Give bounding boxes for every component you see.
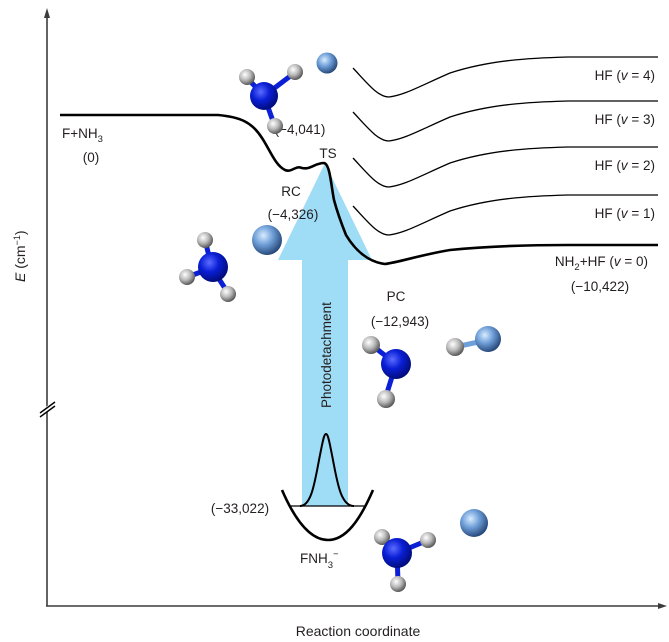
hydrogen-atom: [197, 232, 213, 248]
hydrogen-atom: [287, 64, 303, 80]
curve-hf-v4: [352, 56, 658, 98]
hf-v1-label: HF (v = 1): [595, 206, 655, 221]
nitrogen-atom: [198, 252, 228, 282]
hf-v3-label: HF (v = 3): [595, 112, 655, 127]
nitrogen-atom: [382, 538, 412, 568]
hydrogen-atom: [374, 529, 390, 545]
hydrogen-atom: [362, 336, 380, 354]
hf-channel-curves: [352, 56, 658, 236]
hydrogen-atom: [420, 532, 436, 548]
anion-well: [280, 432, 375, 542]
fluorine-atom: [475, 326, 501, 352]
hydrogen-atom: [267, 118, 283, 134]
anion-wavefunction: [299, 432, 355, 507]
molecule-rc-nh3-f: [179, 225, 282, 302]
products-energy: (−10,422): [571, 279, 629, 294]
hf-v4-label: HF (v = 4): [595, 68, 655, 83]
reactants-energy: (0): [83, 150, 100, 165]
pc-energy: (−12,943): [371, 314, 429, 329]
axis-break-mark: [37, 401, 56, 418]
rc-label: RC: [281, 184, 301, 199]
curve-hf-v3: [352, 100, 658, 142]
molecule-anion-fnh3: [374, 509, 488, 592]
y-axis-label: E (cm−1): [12, 231, 28, 283]
anion-label: FNH3−: [300, 549, 339, 571]
photodetachment-arrow: Photodetachment: [278, 163, 372, 506]
ts-energy: (−4,041): [275, 122, 326, 137]
hf-v2-label: HF (v = 2): [595, 158, 655, 173]
molecule-pc-nh2-hf: [362, 326, 501, 408]
hydrogen-atom: [390, 576, 406, 592]
hydrogen-atom: [220, 286, 236, 302]
y-axis-arrowhead: [44, 8, 50, 18]
hydrogen-atom: [377, 390, 395, 408]
x-axis-label: Reaction coordinate: [296, 623, 421, 639]
arrow-shape: [278, 163, 372, 506]
nitrogen-atom: [381, 349, 411, 379]
anion-potential-curve: [280, 489, 375, 542]
anion-energy: (−33,022): [211, 501, 269, 516]
ts-label: TS: [319, 146, 336, 161]
x-axis-arrowhead: [658, 603, 667, 609]
products-label: NH2+HF (v = 0): [555, 254, 648, 273]
molecule-ts-nh3-f: [239, 52, 338, 134]
reactants-label: F+NH3: [62, 126, 103, 145]
nitrogen-atom: [250, 82, 278, 110]
arrow-label: Photodetachment: [319, 302, 334, 408]
reaction-path-curve: [60, 113, 658, 266]
fluorine-atom: [252, 225, 282, 255]
fluorine-atom: [316, 52, 338, 74]
curve-hf-v1: [352, 194, 658, 236]
hydrogen-atom: [239, 69, 255, 85]
pc-label: PC: [387, 289, 406, 304]
curve-hf-v2: [352, 146, 658, 188]
fluorine-atom: [460, 509, 488, 537]
axes: [37, 8, 667, 609]
hydrogen-atom: [446, 338, 464, 356]
rc-energy: (−4,326): [268, 207, 319, 222]
hydrogen-atom: [179, 269, 195, 285]
